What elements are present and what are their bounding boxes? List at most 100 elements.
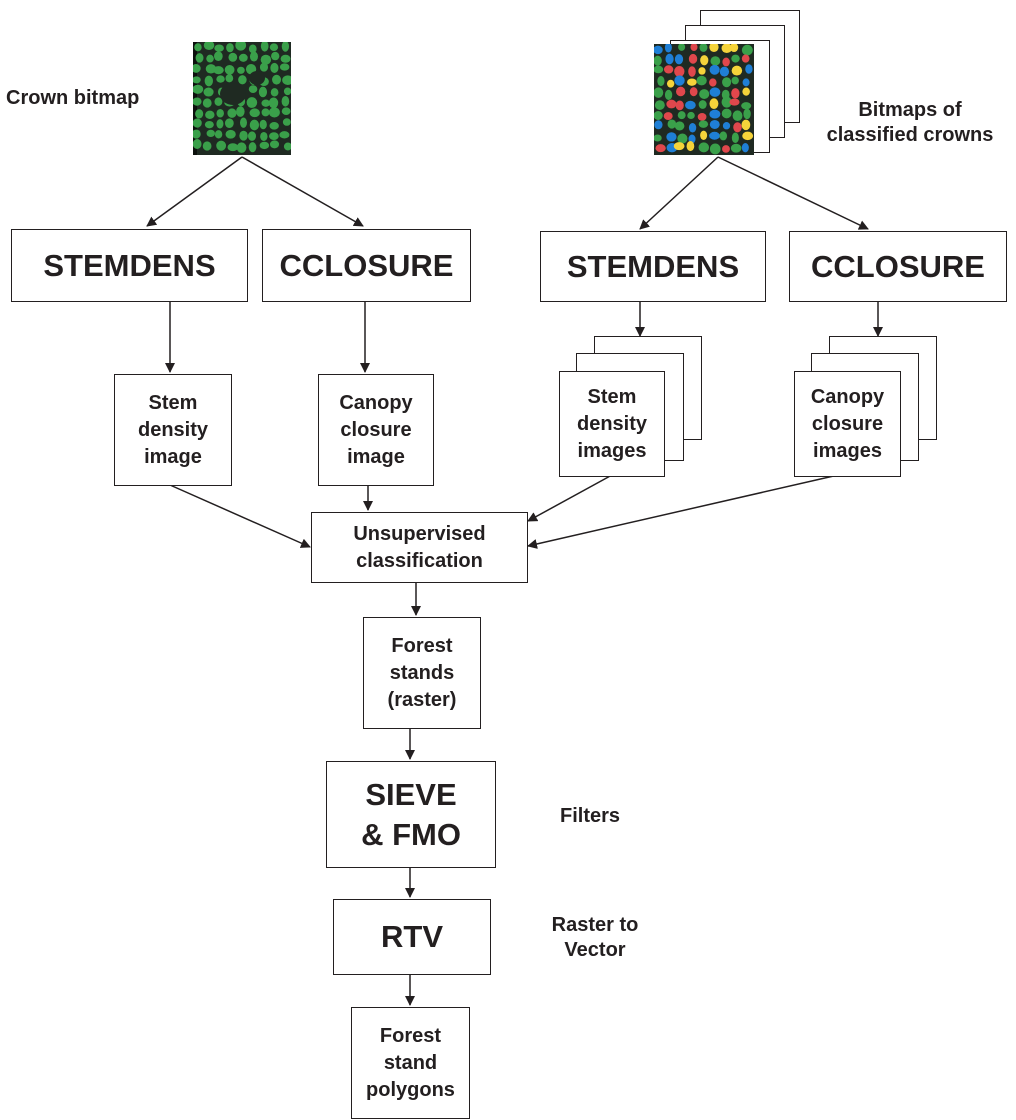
- crown-blob: [214, 97, 223, 106]
- crown-blob: [722, 122, 731, 130]
- crown-blob: [731, 76, 739, 85]
- crown-blob: [709, 78, 717, 87]
- crown-blob: [709, 87, 721, 97]
- stem-density-image-box: Stem density image: [114, 374, 232, 486]
- crown-blob: [678, 44, 686, 51]
- crown-blob: [690, 44, 698, 52]
- crown-blob: [741, 102, 752, 110]
- crown-blob: [281, 95, 290, 107]
- unsupervised-classification-box: Unsupervised classification: [311, 512, 528, 583]
- crown-blob: [687, 111, 695, 120]
- crown-blob: [729, 98, 740, 106]
- crown-blob: [248, 44, 257, 54]
- crown-blob: [269, 122, 279, 130]
- crown-blob: [202, 141, 212, 151]
- crown-blob: [238, 75, 247, 85]
- crown-blob: [742, 131, 754, 141]
- crown-blob: [279, 63, 290, 71]
- crown-blob: [193, 64, 201, 73]
- crown-blob: [248, 142, 257, 153]
- crown-blob: [686, 141, 695, 152]
- stemdens-left-box: STEMDENS: [11, 229, 248, 302]
- crown-blob: [687, 78, 697, 86]
- crown-blob: [666, 79, 675, 88]
- crown-blob: [697, 112, 707, 121]
- crown-blob: [685, 100, 696, 110]
- crown-blob: [261, 108, 270, 117]
- crown-blob: [238, 53, 248, 62]
- crown-blob: [741, 54, 750, 63]
- crown-blob: [674, 75, 685, 86]
- crown-blob: [239, 117, 248, 128]
- crown-blob: [193, 84, 204, 94]
- crown-blob: [674, 54, 684, 65]
- crown-blob: [248, 85, 258, 94]
- crown-blob: [227, 143, 239, 152]
- crown-blob: [249, 51, 259, 62]
- crown-blob: [249, 108, 260, 118]
- crown-blob: [280, 54, 291, 63]
- crown-blob: [664, 44, 672, 53]
- crown-blob: [194, 43, 202, 52]
- crown-blob: [676, 86, 686, 97]
- crown-blob: [698, 120, 709, 128]
- crown-blob: [279, 131, 290, 139]
- crown-blob: [283, 142, 291, 151]
- crown-blob: [259, 62, 269, 72]
- crown-blob: [654, 111, 663, 120]
- crown-blob: [260, 131, 268, 141]
- crown-blob: [214, 130, 223, 139]
- canopy-closure-images-box: Canopy closure images: [794, 371, 901, 477]
- cclosure-right-box: CCLOSURE: [789, 231, 1007, 302]
- crown-blob: [206, 54, 214, 63]
- crown-blob: [677, 133, 688, 144]
- crown-blob: [282, 75, 291, 85]
- crown-blob: [260, 54, 272, 65]
- crown-blob: [688, 53, 698, 64]
- crown-blob: [743, 108, 751, 120]
- crown-blob: [674, 121, 685, 131]
- crown-blob: [271, 51, 280, 61]
- classified-bitmaps-label: Bitmaps of classified crowns: [826, 99, 994, 146]
- crown-blob: [721, 108, 732, 119]
- crown-blob: [675, 100, 684, 111]
- crown-blob: [741, 44, 753, 56]
- crown-blob: [193, 129, 201, 139]
- crown-blob: [729, 44, 739, 53]
- arrow-stem-image-to-classification: [169, 484, 311, 548]
- crown-blob: [700, 130, 708, 140]
- crown-blob: [745, 64, 753, 74]
- crown-blob: [239, 130, 248, 141]
- crown-blob: [699, 44, 708, 52]
- crown-blob: [227, 108, 237, 118]
- crown-bitmap-image: [193, 42, 291, 155]
- crown-blob: [654, 65, 664, 74]
- classified-crowns-image: [654, 44, 754, 155]
- crown-blob: [236, 106, 245, 117]
- crown-blob: [654, 87, 664, 98]
- crown-blob: [698, 100, 707, 109]
- crown-blob: [698, 67, 706, 75]
- crown-blob: [193, 118, 202, 128]
- forest-stand-polygons-box: Forest stand polygons: [351, 1007, 470, 1119]
- forest-stands-raster-box: Forest stands (raster): [363, 617, 481, 729]
- crown-blob: [205, 110, 215, 120]
- crown-blob: [709, 143, 721, 155]
- arrow-crown-to-cclosure: [241, 156, 364, 227]
- crown-blob: [721, 96, 732, 108]
- crown-blob: [249, 119, 260, 131]
- crown-blob: [214, 44, 224, 52]
- crown-blob: [258, 86, 268, 98]
- crown-blob: [193, 76, 201, 84]
- crown-blob: [246, 97, 258, 108]
- crown-blob: [195, 53, 204, 63]
- crown-blob: [654, 45, 663, 55]
- crown-blob: [281, 42, 290, 52]
- crown-blob: [269, 140, 280, 149]
- crown-blob: [193, 97, 202, 106]
- crown-blob: [721, 44, 733, 54]
- crown-blob: [203, 42, 215, 50]
- crown-blob: [664, 89, 673, 101]
- crown-blob: [696, 75, 707, 86]
